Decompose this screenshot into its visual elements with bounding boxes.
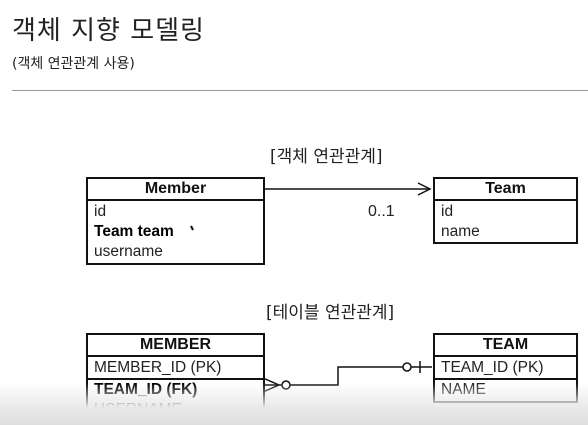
member-class-box: Member id Team team username: [86, 177, 265, 265]
member-col-member-id: MEMBER_ID (PK): [88, 358, 263, 380]
title-divider: [12, 90, 588, 91]
team-class-box: Team id name: [433, 177, 578, 244]
association-arrow: [263, 182, 432, 196]
zero-optional-one: [402, 362, 412, 372]
crows-foot-lower: [262, 384, 280, 393]
member-class-attributes: id Team team username: [88, 201, 263, 262]
multiplicity-label: 0..1: [368, 203, 395, 220]
team-attr-id: id: [441, 203, 454, 220]
member-attr-username: username: [94, 243, 163, 260]
team-class-attributes: id name: [435, 201, 576, 242]
member-table-name: MEMBER: [88, 335, 263, 357]
page-subtitle: (객체 연관관계 사용): [12, 56, 135, 72]
team-table-name: TEAM: [435, 335, 576, 357]
cursor-mark-icon: [190, 225, 194, 231]
team-col-team-id: TEAM_ID (PK): [435, 358, 576, 380]
crows-foot-upper: [262, 377, 280, 386]
team-class-name: Team: [435, 179, 576, 201]
team-attr-name: name: [441, 223, 480, 240]
relationship-line: [262, 361, 432, 393]
member-attr-team: Team team: [94, 223, 174, 240]
zero-optional-many: [281, 380, 291, 390]
object-association-label: [객체 연관관계]: [270, 147, 383, 167]
table-association-label: [테이블 연관관계]: [266, 303, 395, 323]
page-title: 객체 지향 모델링: [12, 16, 205, 46]
member-class-name: Member: [88, 179, 263, 201]
member-attr-id: id: [94, 203, 107, 220]
